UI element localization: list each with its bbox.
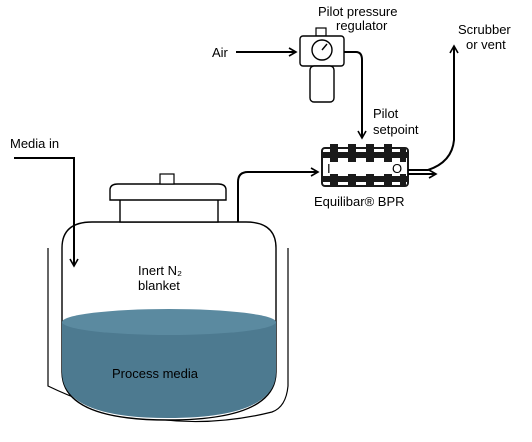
- inert-blanket-label-2: blanket: [138, 278, 180, 293]
- process-media-label: Process media: [112, 366, 199, 381]
- inert-blanket-label-1: Inert N₂: [138, 263, 182, 278]
- scrubber-label-2: or vent: [466, 37, 506, 52]
- bpr-valve: [321, 144, 409, 187]
- pilot-setpoint-line: [344, 51, 367, 140]
- tank-to-bpr-line: [237, 167, 320, 222]
- pilot-pressure-regulator: [299, 27, 345, 103]
- process-media-liquid: [62, 310, 276, 418]
- bpr-outlet-label: O: [392, 161, 402, 176]
- tank-lid-knob: [159, 173, 175, 185]
- pilot-regulator-label-2: regulator: [336, 18, 388, 33]
- scrubber-label-1: Scrubber: [458, 22, 511, 37]
- process-media-surface: [62, 309, 276, 335]
- bpr-name-label: Equilibar® BPR: [314, 194, 405, 209]
- bpr-to-scrubber-line: [408, 44, 459, 171]
- tank-lid-neck: [119, 197, 219, 223]
- pilot-setpoint-label-1: Pilot: [373, 106, 399, 121]
- bpr-inlet-label: I: [327, 161, 331, 176]
- tank-lid: [109, 183, 227, 201]
- air-label: Air: [212, 45, 229, 60]
- media-in-label: Media in: [10, 136, 59, 151]
- pilot-setpoint-label-2: setpoint: [373, 122, 419, 137]
- media-in-line: [14, 157, 79, 268]
- pressure-gauge-icon: [311, 39, 333, 61]
- pilot-regulator-label-1: Pilot pressure: [318, 4, 397, 19]
